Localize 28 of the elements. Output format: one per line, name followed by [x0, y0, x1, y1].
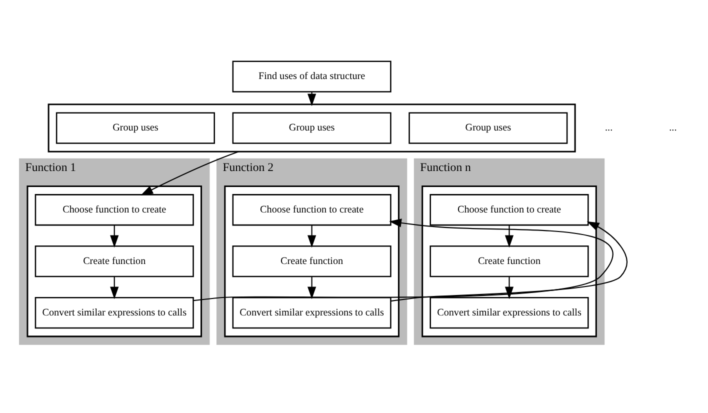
- node-box: Choose function to create: [232, 194, 392, 226]
- arrow: [140, 151, 239, 196]
- arrow: [308, 92, 316, 106]
- node-box: Create function: [34, 246, 194, 278]
- cluster: [48, 104, 576, 152]
- node-box: Group uses: [232, 112, 392, 144]
- node-box: Choose function to create: [430, 194, 589, 226]
- arrow: [504, 276, 514, 300]
- node-box: Group uses: [56, 112, 215, 144]
- label: ...: [605, 122, 613, 134]
- arrow: [390, 221, 628, 302]
- node-box: Find uses of data structure: [232, 60, 392, 92]
- arrow: [504, 225, 514, 248]
- node-box: Convert similar expressions to calls: [232, 297, 392, 329]
- arrow: [110, 225, 119, 248]
- arrow: [308, 225, 316, 248]
- node-box: Convert similar expressions to calls: [34, 297, 194, 329]
- node-box: Create function: [430, 246, 589, 278]
- node-box: Convert similar expressions to calls: [430, 297, 589, 329]
- label: ...: [669, 122, 677, 134]
- arrow: [193, 218, 613, 302]
- cluster: [422, 186, 597, 338]
- node-box: Create function: [232, 246, 392, 278]
- cluster: [224, 186, 400, 338]
- node-box: Group uses: [408, 112, 568, 144]
- node-box: Choose function to create: [34, 194, 194, 226]
- arrow: [110, 276, 119, 300]
- arrow: [308, 276, 316, 300]
